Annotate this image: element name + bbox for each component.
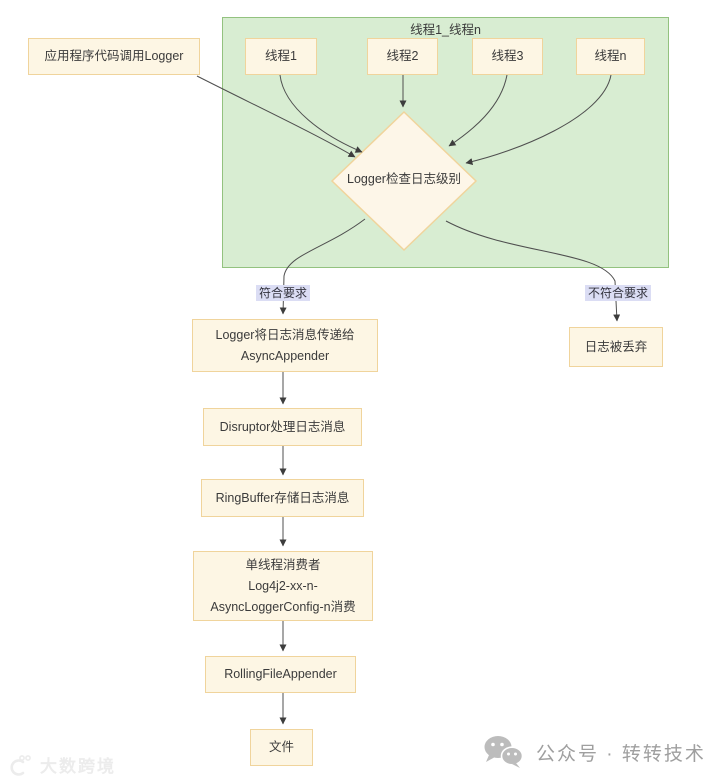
watermark-left: 大数跨境 (6, 752, 116, 777)
node-thread-3-label: 线程3 (491, 49, 524, 63)
fail-condition-label: 不符合要求 (585, 285, 652, 301)
node-thread-1: 线程1 (245, 38, 317, 75)
node-rolling-file-appender: RollingFileAppender (205, 656, 356, 693)
node-consumer-line1: 单线程消费者 (245, 557, 321, 572)
node-thread-n-label: 线程n (594, 49, 627, 63)
node-thread-2: 线程2 (367, 38, 438, 75)
node-ringbuffer-label: RingBuffer存储日志消息 (215, 490, 350, 505)
node-async-appender: Logger将日志消息传递给 AsyncAppender (192, 319, 378, 372)
edge-decision-fail (445, 220, 621, 322)
decision-diamond (330, 110, 478, 252)
node-file-label: 文件 (268, 740, 294, 754)
node-async-appender-line1: Logger将日志消息传递给 (215, 327, 355, 342)
node-app-call-label: 应用程序代码调用Logger (44, 49, 184, 63)
edge-app-to-decision (196, 75, 356, 158)
edge-threadn-to-decision (465, 74, 612, 165)
node-app-call: 应用程序代码调用Logger (28, 38, 200, 75)
wechat-icon (484, 736, 524, 768)
node-thread-1-label: 线程1 (265, 49, 297, 63)
node-thread-3: 线程3 (472, 38, 543, 75)
node-file: 文件 (250, 729, 313, 766)
node-async-appender-line2: AsyncAppender (240, 348, 330, 363)
node-consumer: 单线程消费者 Log4j2-xx-n- AsyncLoggerConfig-n消… (193, 551, 373, 621)
node-log-discarded-label: 日志被丢弃 (584, 339, 648, 354)
watermark-right-text: 公众号 · 转转技术 (536, 743, 706, 765)
node-thread-2-label: 线程2 (386, 49, 419, 63)
dashu-logo-icon (10, 754, 31, 776)
edge-thread3-to-decision (448, 74, 508, 147)
pass-condition-label: 符合要求 (256, 285, 311, 301)
node-log-discarded: 日志被丢弃 (569, 327, 663, 367)
decision-label: Logger检查日志级别 (347, 172, 461, 186)
watermark-right: 公众号 · 转转技术 (482, 734, 706, 770)
node-ringbuffer: RingBuffer存储日志消息 (201, 479, 364, 517)
node-disruptor: Disruptor处理日志消息 (203, 408, 362, 446)
edge-thread1-to-decision (279, 74, 363, 153)
node-rolling-file-appender-label: RollingFileAppender (224, 667, 337, 681)
node-consumer-line2: Log4j2-xx-n- (248, 578, 318, 593)
thread-group-title: 线程1_线程n (410, 23, 481, 37)
watermark-left-text: 大数跨境 (40, 757, 116, 776)
edge-decision-pass (279, 218, 366, 315)
node-thread-n: 线程n (576, 38, 645, 75)
node-disruptor-label: Disruptor处理日志消息 (219, 419, 346, 434)
node-consumer-line3: AsyncLoggerConfig-n消费 (210, 599, 356, 614)
